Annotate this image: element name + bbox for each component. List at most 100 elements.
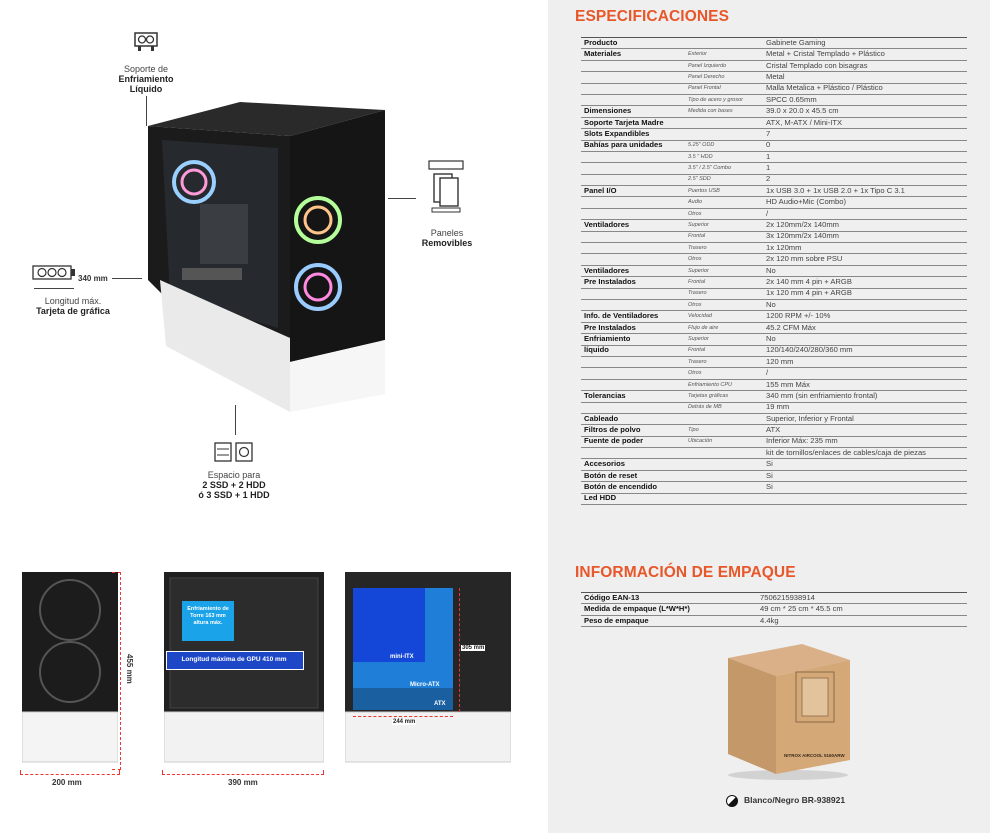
spec-subcategory: [685, 117, 763, 130]
spec-subcategory: Tipo de acero y grosor: [685, 94, 763, 107]
packing-title: INFORMACIÓN DE EMPAQUE: [575, 564, 796, 581]
packing-label: Medida de empaque (L*W*H*): [581, 603, 757, 616]
spec-value: 39.0 x 20.0 x 45.5 cm: [763, 105, 967, 118]
spec-category: [581, 447, 685, 460]
spec-category: Ventiladores: [581, 265, 685, 278]
gpu-measure: 340 mm: [78, 274, 108, 283]
packing-value: 49 cm * 25 cm * 45.5 cm: [757, 603, 967, 616]
spec-category: [581, 367, 685, 380]
spec-category: [581, 174, 685, 187]
spec-category: [581, 208, 685, 221]
spec-category: Producto: [581, 36, 685, 50]
spec-category: líquido: [581, 345, 685, 357]
gpu-max-box: [166, 651, 304, 670]
spec-value: ATX, M-ATX / Mini-ITX: [763, 117, 967, 130]
spec-value: 3x 120mm/2x 140mm: [763, 231, 967, 244]
spec-value: 45.2 CFM Máx: [763, 322, 967, 335]
board-width-dashes: [353, 712, 453, 717]
spec-category: [581, 83, 685, 95]
gpu-underline: [34, 288, 74, 289]
gpu-max-label: Longitud máxima de GPU 410 mm: [181, 656, 287, 663]
spec-row: Led HDD: [581, 493, 967, 506]
spec-value: No: [763, 299, 967, 312]
spec-category: [581, 231, 685, 244]
spec-value: ATX: [763, 424, 967, 437]
board-height-dashes: [455, 588, 460, 712]
spec-value: 0: [763, 140, 967, 152]
spec-value: 2x 140 mm 4 pin + ARGB: [763, 276, 967, 289]
spec-category: [581, 299, 685, 312]
spec-category: Panel I/O: [581, 185, 685, 198]
spec-category: Botón de reset: [581, 470, 685, 483]
spec-row: kit de tornillos/enlaces de cables/caja …: [581, 447, 967, 460]
spec-category: [581, 151, 685, 164]
spec-subcategory: Otros: [685, 253, 763, 266]
spec-value: Cristal Templado con bisagras: [763, 60, 967, 73]
storage-line3: ó 3 SSD + 1 HDD: [198, 490, 270, 500]
side-depth-dashes: [162, 770, 324, 775]
spec-subcategory: Tipo: [685, 424, 763, 437]
packing-label: Peso de empaque: [581, 615, 757, 628]
spec-value: /: [763, 367, 967, 380]
spec-value: 2: [763, 174, 967, 187]
removable-panels-icon: [428, 160, 464, 216]
spec-value: 340 mm (sin enfriamiento frontal): [763, 390, 967, 403]
spec-value: Metal: [763, 71, 967, 84]
spec-value: 19 mm: [763, 402, 967, 414]
pc-case-render: [140, 100, 390, 412]
front-view-render: [14, 572, 119, 768]
liquid-line3: Líquido: [129, 84, 163, 94]
radiator-note-box: [182, 601, 234, 641]
spec-category: [581, 402, 685, 414]
spec-subcategory: Frontal: [685, 276, 763, 289]
packing-value: 4.4kg: [757, 615, 967, 628]
spec-subcategory: 3.5 " HDD: [685, 151, 763, 164]
board-itx-label: mini-ITX: [390, 654, 414, 660]
spec-subcategory: 5.25" ODD: [685, 140, 763, 152]
spec-value: [763, 493, 967, 506]
spec-category: [581, 253, 685, 266]
storage-line2: 2 SSD + 2 HDD: [202, 480, 266, 490]
spec-category: [581, 196, 685, 209]
spec-subcategory: Medida con bases: [685, 105, 763, 118]
spec-category: [581, 60, 685, 73]
panels-line1: Paneles: [430, 228, 464, 238]
gpu-line1: Longitud máx.: [44, 296, 102, 306]
spec-subcategory: [685, 458, 763, 471]
spec-subcategory: [685, 128, 763, 141]
spec-category: [581, 356, 685, 369]
spec-subcategory: Panel Derecho: [685, 71, 763, 84]
spec-value: 2x 120 mm sobre PSU: [763, 253, 967, 266]
spec-category: [581, 288, 685, 301]
spec-category: Filtros de polvo: [581, 424, 685, 437]
radiator-note: Enfriamiento de Torre 163 mm altura máx.: [187, 606, 229, 626]
product-visual-panel: Soporte de Enfriamiento Líquido Paneles: [14, 32, 512, 787]
spec-subcategory: Superior: [685, 333, 763, 346]
spec-subcategory: Otros: [685, 299, 763, 312]
spec-category: Enfriamiento: [581, 333, 685, 346]
spec-subcategory: Panel Frontal: [685, 83, 763, 95]
spec-subcategory: Tarjetas gráficas: [685, 390, 763, 403]
liquid-cooling-label: Soporte de Enfriamiento Líquido: [100, 64, 192, 94]
spec-value: Metal + Cristal Templado + Plástico: [763, 48, 967, 61]
spec-row: Otros/: [581, 208, 967, 221]
